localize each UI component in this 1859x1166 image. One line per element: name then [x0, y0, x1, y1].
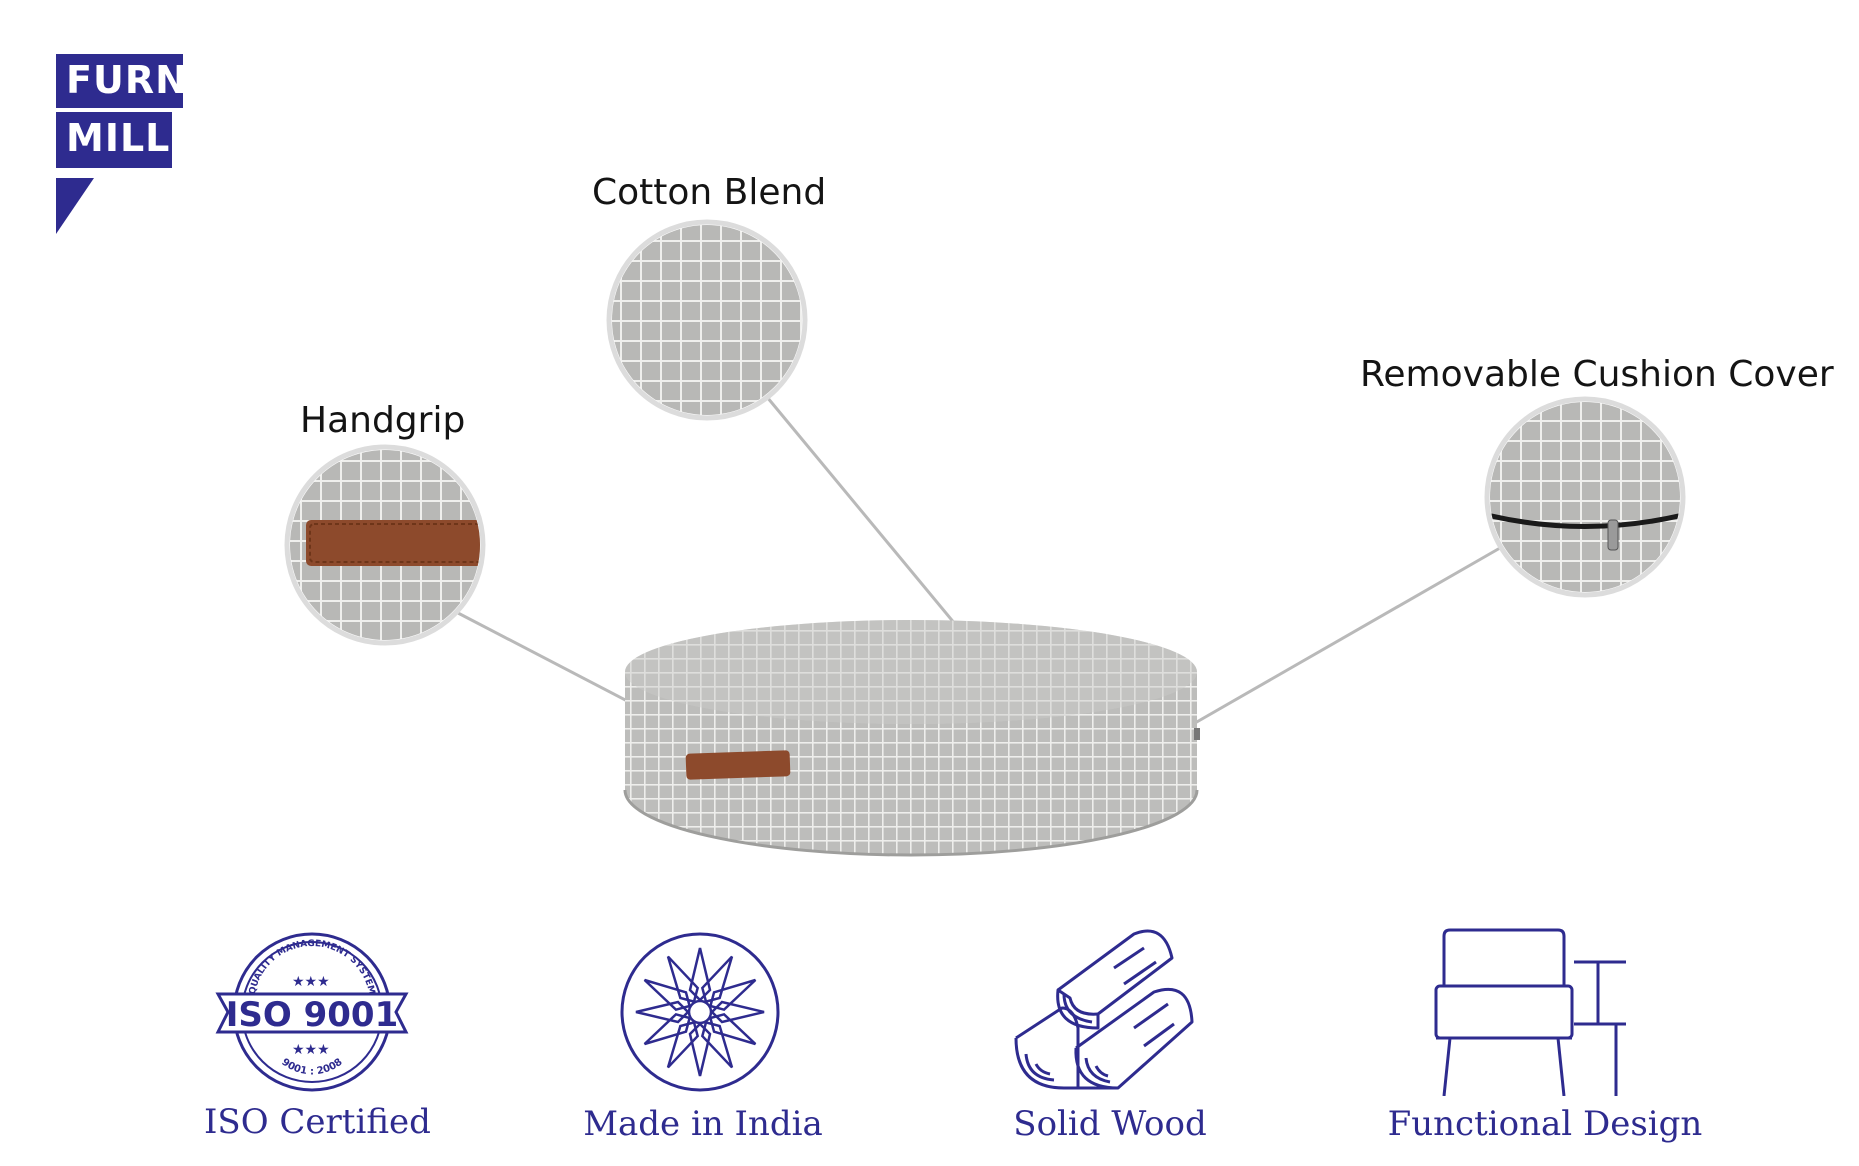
logo-text-line2: MILL	[56, 112, 172, 168]
handgrip-label: Handgrip	[300, 400, 466, 441]
logo-flag-icon	[56, 178, 94, 234]
iso-certified-label: ISO Certified	[204, 1102, 431, 1142]
brand-logo: FURN MILL	[56, 54, 187, 234]
solid-wood-label: Solid Wood	[1013, 1104, 1207, 1144]
removable-cover-label: Removable Cushion Cover	[1360, 354, 1834, 395]
logs-icon	[1014, 929, 1194, 1090]
iso-center-text: ISO 9001	[226, 995, 399, 1035]
functional-design-label: Functional Design	[1387, 1104, 1703, 1144]
svg-text:9001 : 2008: 9001 : 2008	[279, 1057, 344, 1078]
cotton-blend-zoom	[606, 219, 808, 421]
iso-badge-icon: QUALITY MANAGEMENT SYSTEM ★★★ ISO 9001 ★…	[215, 932, 409, 1092]
floor-cushion	[623, 620, 1200, 857]
made-in-india-label: Made in India	[583, 1104, 823, 1144]
removable-cover-zoom	[1484, 396, 1686, 598]
chair-icon	[1434, 928, 1626, 1096]
cotton-blend-label: Cotton Blend	[592, 172, 827, 213]
svg-text:★★★: ★★★	[292, 1041, 330, 1057]
flower-emblem-icon	[620, 932, 780, 1092]
svg-text:★★★: ★★★	[292, 973, 330, 989]
logo-text-line1: FURN	[56, 54, 187, 108]
iso-ring-bottom-text: 9001 : 2008	[279, 1057, 344, 1078]
handgrip-zoom	[284, 444, 486, 646]
